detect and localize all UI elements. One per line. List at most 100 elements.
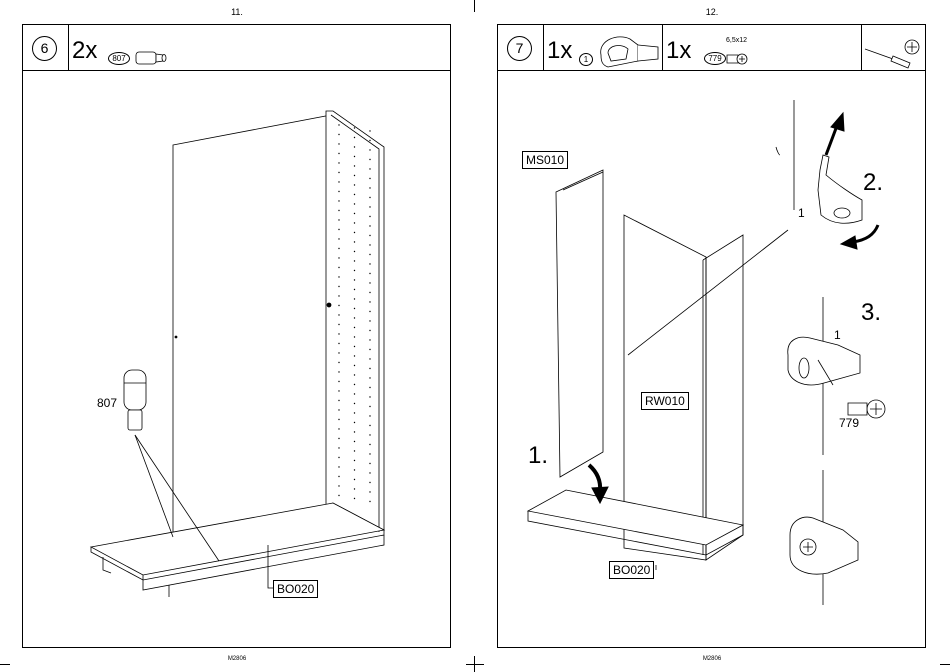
shelf-hole [354,384,355,385]
shelf-hole [338,305,339,306]
shelf-hole [354,194,355,195]
bracket-ref-b: 1 [834,328,841,342]
shelf-hole [369,425,370,426]
shelf-hole [338,314,339,315]
shelf-hole [369,368,370,369]
shelf-hole [369,406,370,407]
shelf-hole [338,333,339,334]
shelf-hole [338,267,339,268]
shelf-hole [338,162,339,163]
shelf-hole [338,419,339,420]
shelf-hole [369,415,370,416]
shelf-hole [338,153,339,154]
shelf-hole [369,130,370,131]
shelf-hole [354,450,355,451]
shelf-hole [338,276,339,277]
shelf-hole [369,244,370,245]
shelf-hole [354,146,355,147]
shelf-hole [369,168,370,169]
shelf-hole [354,479,355,480]
shelf-hole [369,453,370,454]
shelf-hole [369,140,370,141]
shelf-hole [369,387,370,388]
shelf-hole [338,457,339,458]
crop-mark-left [0,664,10,665]
shelf-hole [354,165,355,166]
shelf-hole [369,377,370,378]
shelf-hole [369,197,370,198]
side-panel-label: MS010 [522,151,568,169]
shelf-hole [354,441,355,442]
shelf-hole [338,352,339,353]
shelf-hole [369,434,370,435]
shelf-hole [369,273,370,274]
shelf-hole [338,210,339,211]
back-wall-label: RW010 [641,392,689,410]
shelf-hole [354,317,355,318]
shelf-hole [369,187,370,188]
shelf-hole [354,393,355,394]
shelf-hole [369,149,370,150]
shelf-hole [354,232,355,233]
shelf-hole [338,447,339,448]
shelf-hole [338,476,339,477]
step-7-illustration [498,25,927,649]
shelf-hole [354,213,355,214]
shelf-hole [369,501,370,502]
shelf-hole [354,422,355,423]
shelf-hole [369,482,370,483]
shelf-hole [369,349,370,350]
shelf-hole [354,137,355,138]
crop-mark-top [474,0,475,12]
shelf-hole [338,495,339,496]
shelf-hole [369,491,370,492]
shelf-hole [354,308,355,309]
shelf-hole [369,159,370,160]
shelf-hole [338,381,339,382]
shelf-hole [338,409,339,410]
shelf-hole [369,235,370,236]
shelf-hole [369,216,370,217]
shelf-hole [354,222,355,223]
shelf-hole [354,460,355,461]
shelf-hole [369,225,370,226]
shelf-hole [338,371,339,372]
shelf-hole [338,134,339,135]
shelf-hole [338,428,339,429]
shelf-hole [338,191,339,192]
screw-ref: 779 [839,416,859,430]
shelf-hole [369,320,370,321]
shelf-hole [354,431,355,432]
crop-mark-bottom-h [466,664,484,665]
shelf-hole [338,485,339,486]
shelf-hole [338,257,339,258]
page-number-left: 11. [207,7,267,17]
base-board-label: BO020 [609,561,654,579]
shelf-hole [338,362,339,363]
shelf-hole [338,238,339,239]
shelf-hole [338,438,339,439]
instruction-page-step-6: 6 2x 807 [22,24,451,648]
shelf-hole [354,403,355,404]
footer-right: M2806 [682,656,742,662]
shelf-hole [369,206,370,207]
shelf-hole [354,498,355,499]
shelf-hole [338,229,339,230]
substep-2: 2. [863,169,883,197]
bracket-ref-a: 1 [798,206,805,220]
dowel-label: 807 [97,396,117,410]
shelf-hole [338,219,339,220]
shelf-hole [338,390,339,391]
shelf-hole [369,396,370,397]
shelf-hole [354,469,355,470]
shelf-hole [338,172,339,173]
shelf-hole [338,143,339,144]
shelf-hole [354,156,355,157]
shelf-hole [369,472,370,473]
shelf-hole [338,124,339,125]
shelf-hole [354,298,355,299]
shelf-hole [369,330,370,331]
shelf-hole [354,203,355,204]
shelf-hole [354,488,355,489]
footer-left: M2806 [207,656,267,662]
